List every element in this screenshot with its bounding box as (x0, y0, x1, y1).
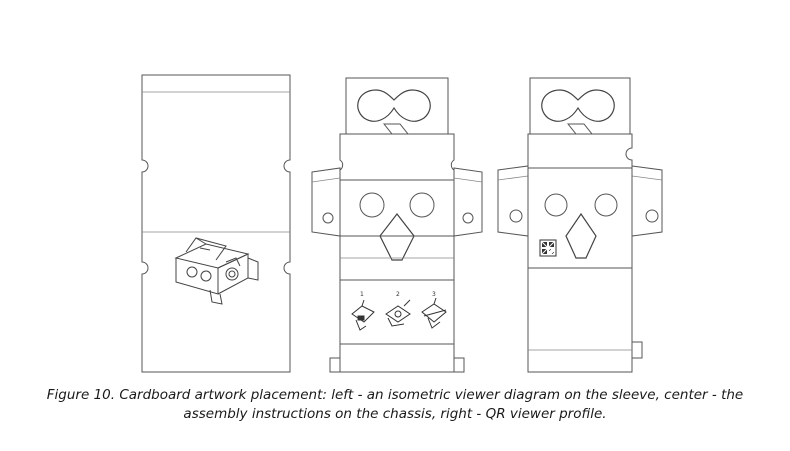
cardboard-figure: 1 2 3 (141, 74, 663, 373)
caption-line-2: assembly instructions on the chassis, ri… (183, 406, 607, 422)
qr-code-icon (539, 239, 557, 257)
chassis-panel (311, 77, 483, 373)
figure-caption: Figure 10. Cardboard artwork placement: … (40, 386, 750, 424)
caption-line-1: Figure 10. Cardboard artwork placement: … (46, 387, 744, 403)
svg-text:1: 1 (360, 291, 364, 298)
svg-text:3: 3 (432, 291, 436, 298)
qr-profile-panel (497, 77, 663, 373)
isometric-viewer-diagram (174, 237, 259, 305)
sleeve-panel (141, 74, 291, 373)
svg-text:2: 2 (396, 291, 400, 298)
assembly-instructions: 1 2 3 (351, 291, 447, 331)
